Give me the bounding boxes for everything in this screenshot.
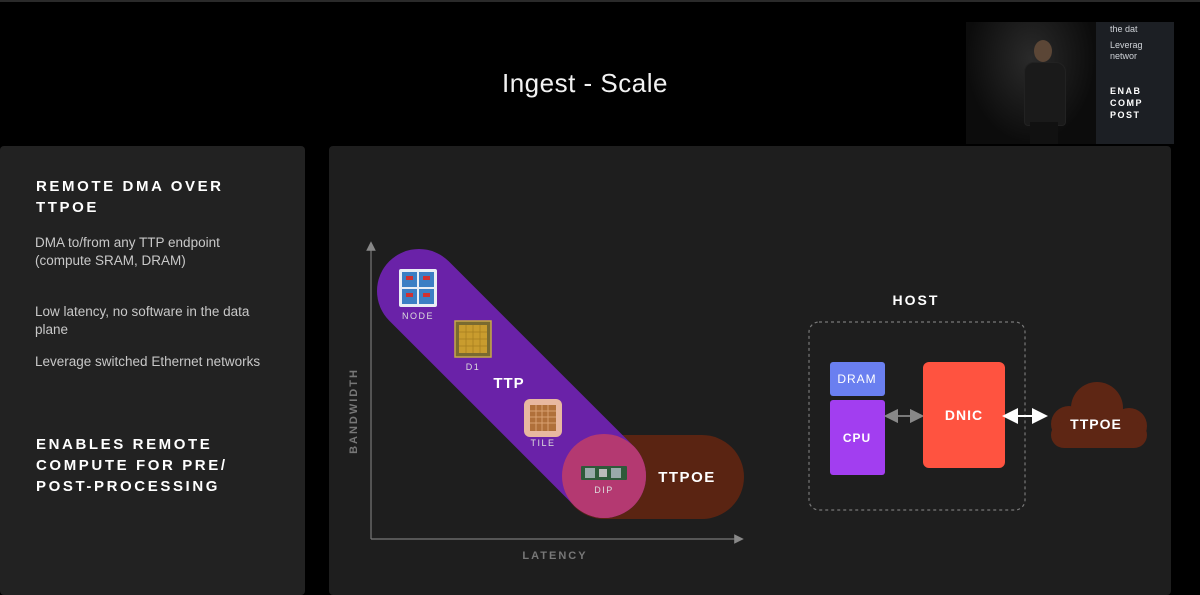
panel-footer-heading: ENABLES REMOTE COMPUTE FOR PRE/ POST-PRO… xyxy=(36,436,228,495)
dram-label: DRAM xyxy=(837,372,876,386)
dram-block xyxy=(830,362,885,396)
ttpoe-label: TTPOE xyxy=(658,469,716,486)
d1-chip-icon xyxy=(454,320,492,358)
speaker-legs xyxy=(1030,122,1058,144)
slide-title: Ingest - Scale xyxy=(502,68,668,98)
screen-text-2: Leverag xyxy=(1110,40,1143,50)
screen-text-3: networ xyxy=(1110,51,1138,61)
ttp-label: TTP xyxy=(493,375,524,392)
tile-icon xyxy=(524,399,562,437)
ttpoe-cloud-icon xyxy=(1051,382,1147,448)
ttp-region xyxy=(377,249,646,518)
bullet-1: DMA to/from any TTP endpoint (compute SR… xyxy=(35,235,220,268)
panel-heading: REMOTE DMA OVER TTPOE xyxy=(36,178,224,216)
video-background-screen: the dat Leverag networ ENAB COMP POST xyxy=(1096,22,1174,144)
left-text-panel: REMOTE DMA OVER TTPOE DMA to/from any TT… xyxy=(0,146,305,595)
diagram-svg: BANDWIDTH LATENCY TTP TTPOE NODE xyxy=(348,241,1147,562)
node-icon xyxy=(399,269,437,307)
y-axis-label: BANDWIDTH xyxy=(348,368,360,454)
bullet-3: Leverage switched Ethernet networks xyxy=(35,354,261,369)
speaker-head xyxy=(1034,40,1052,62)
bullet-2: Low latency, no software in the data pla… xyxy=(35,304,250,337)
screen-text-1: the dat xyxy=(1110,24,1138,34)
dip-icon xyxy=(581,466,627,480)
host-title: HOST xyxy=(893,292,940,308)
top-border xyxy=(0,0,1200,2)
x-axis-label: LATENCY xyxy=(522,550,587,562)
video-stage xyxy=(966,22,1096,144)
node-label: NODE xyxy=(402,311,434,321)
d1-label: D1 xyxy=(466,362,481,372)
tile-label: TILE xyxy=(530,438,555,448)
dip-label: DIP xyxy=(594,485,614,495)
screen-text-5: COMP xyxy=(1110,98,1143,108)
speaker-body xyxy=(1024,62,1066,126)
speaker-video: the dat Leverag networ ENAB COMP POST xyxy=(966,22,1174,144)
diagram-panel: BANDWIDTH LATENCY TTP TTPOE NODE xyxy=(329,146,1171,595)
dnic-label: DNIC xyxy=(945,407,983,423)
screen-text-4: ENAB xyxy=(1110,86,1142,96)
cpu-block xyxy=(830,400,885,475)
cpu-label: CPU xyxy=(843,431,871,445)
dnic-block xyxy=(923,362,1005,468)
screen-text-6: POST xyxy=(1110,110,1141,120)
cloud-label: TTPOE xyxy=(1070,416,1122,432)
